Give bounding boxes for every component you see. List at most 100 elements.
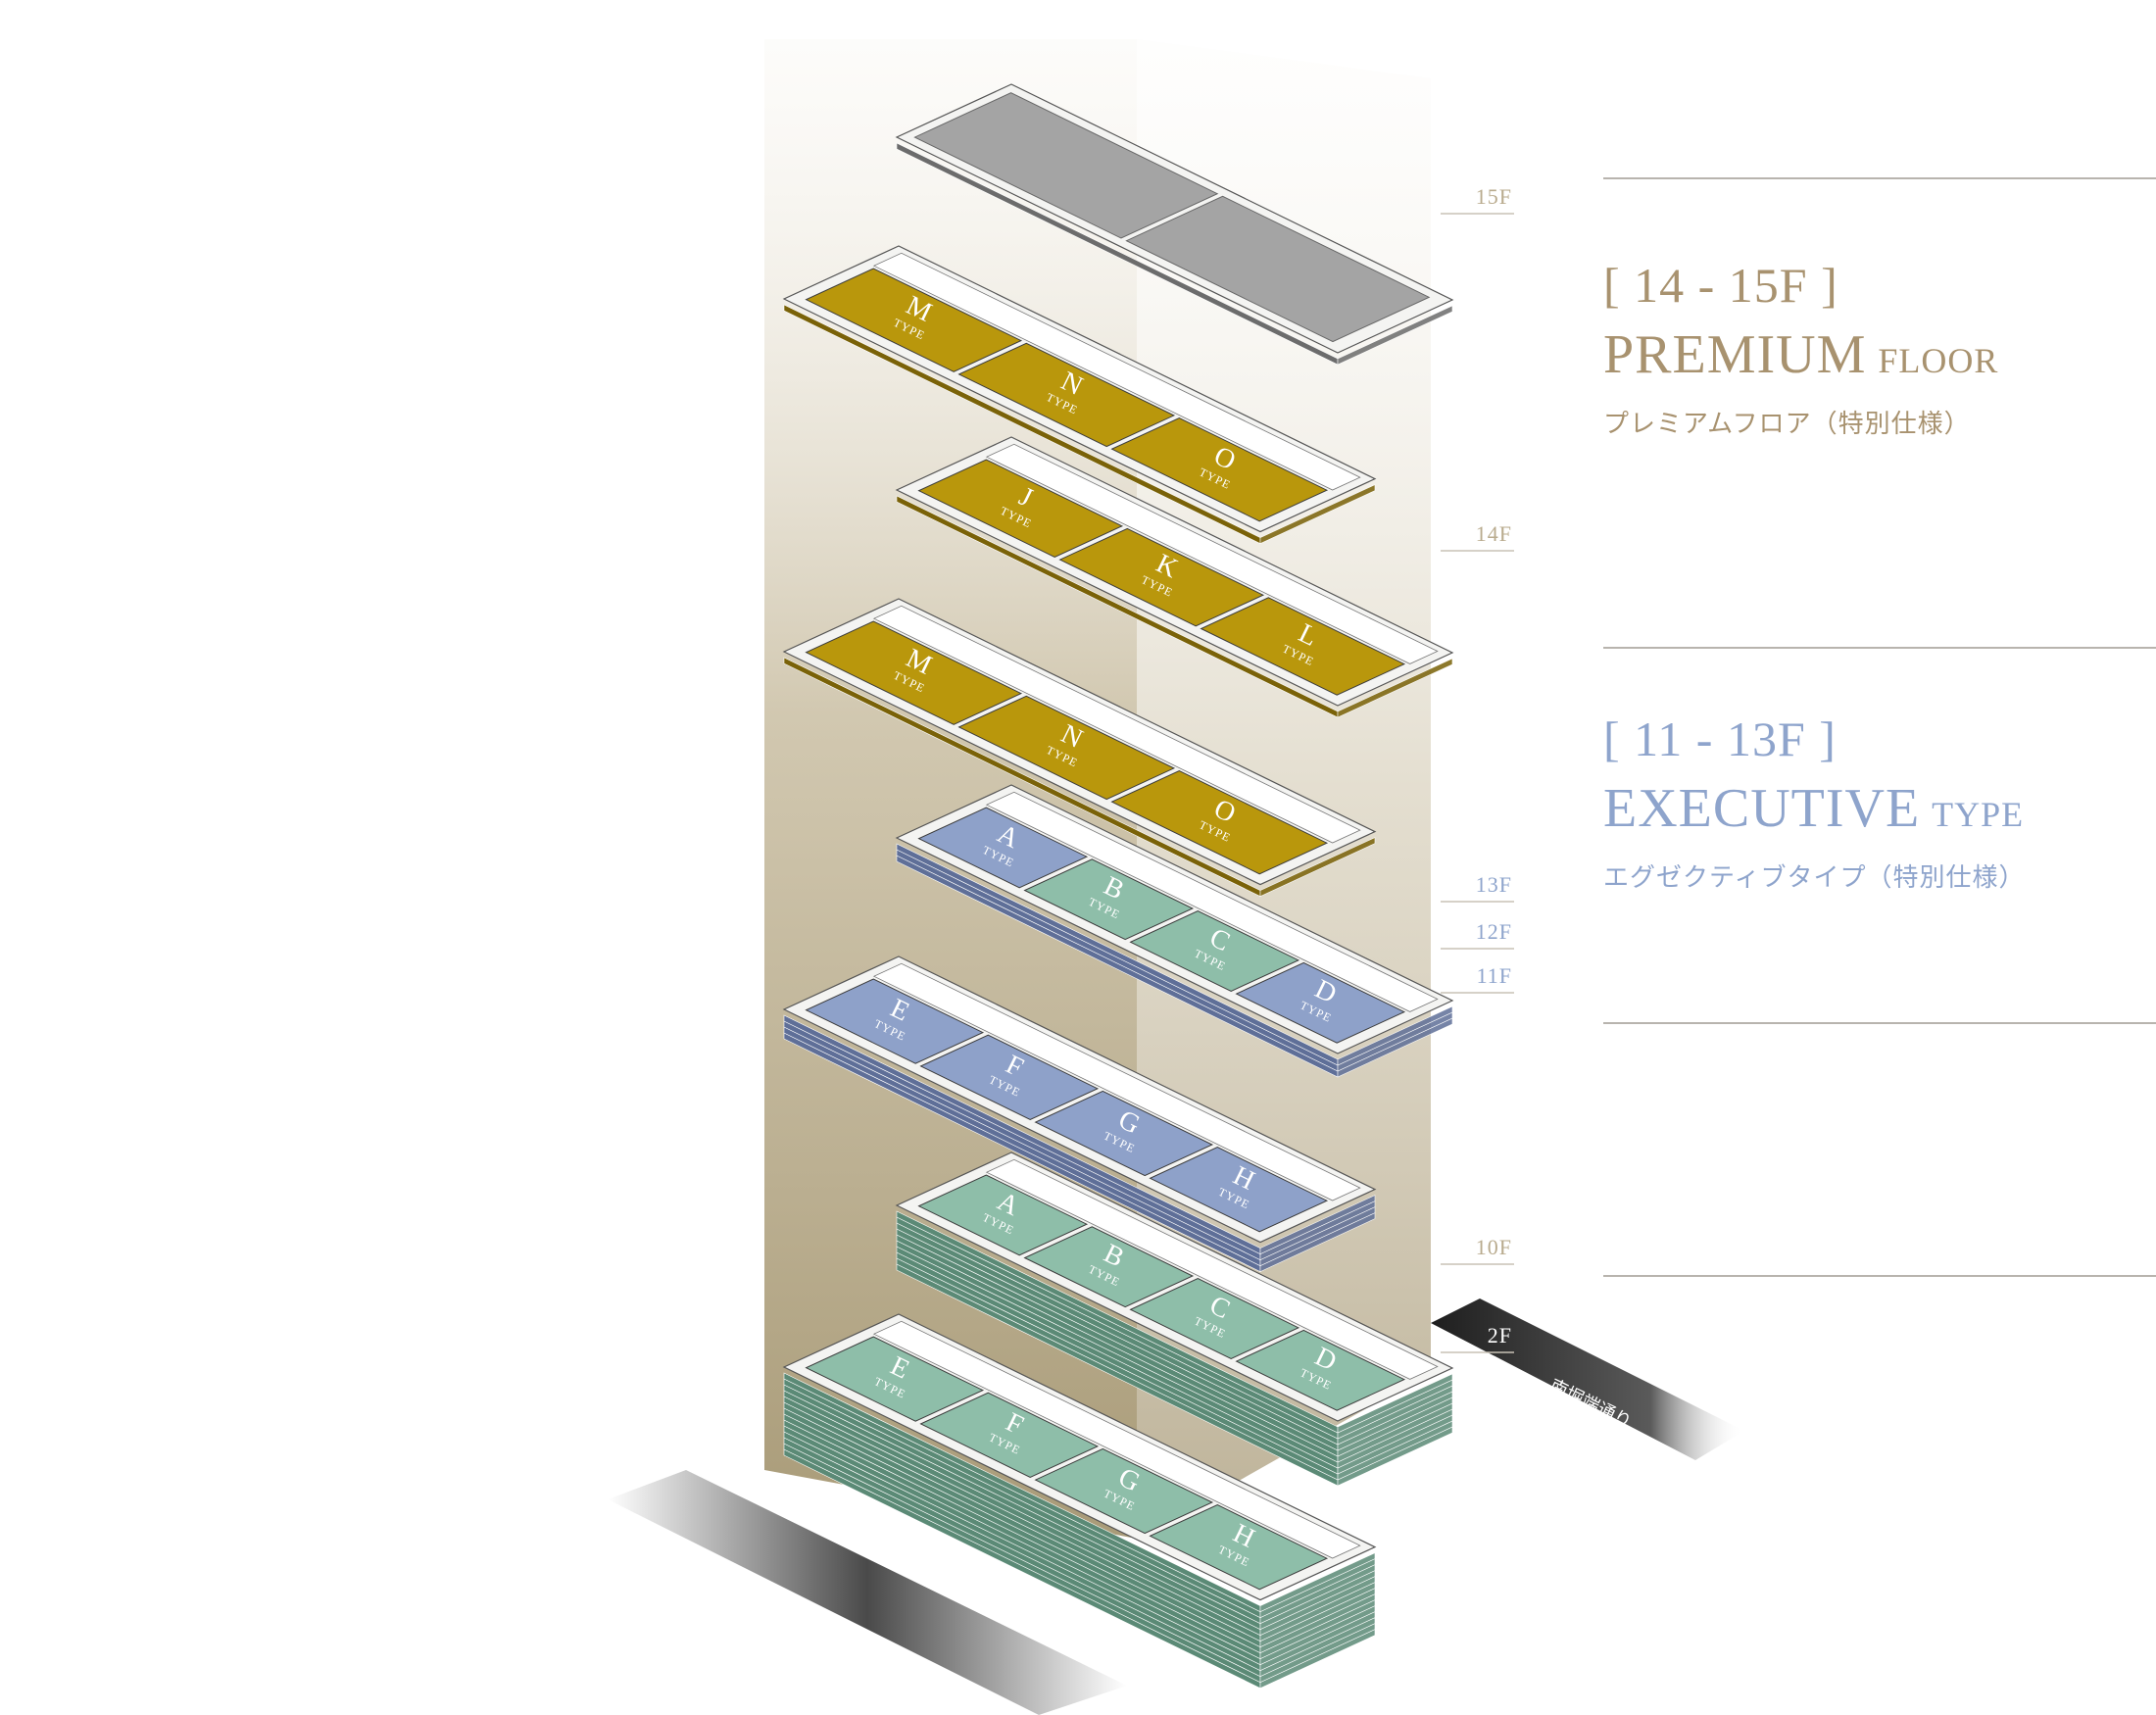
corridor <box>985 1158 1439 1380</box>
unit-area <box>1023 1226 1195 1308</box>
unit-area <box>957 342 1176 448</box>
floor-label-text: 2F <box>1488 1323 1512 1348</box>
unit-area <box>1149 1147 1329 1233</box>
premium-name: PREMIUM <box>1603 324 1867 385</box>
corridor <box>872 962 1361 1201</box>
roof-block <box>913 92 1219 239</box>
floor-label-11f: 11F <box>1441 963 1514 994</box>
unit-area <box>1023 858 1195 941</box>
slab-edge-side <box>1259 1552 1376 1613</box>
unit-area <box>805 620 1023 725</box>
slab-edge-side <box>1337 658 1453 718</box>
floor-label-14f: 14F <box>1441 521 1514 552</box>
unit-area <box>1235 1329 1406 1411</box>
executive-type-panel: [ 11 - 13F ] EXECUTIVE TYPE エグゼクティブタイプ（特別… <box>1603 710 2025 894</box>
unit-area <box>1129 910 1300 992</box>
unit-area <box>1034 1447 1214 1535</box>
unit-area <box>919 1034 1100 1120</box>
slab-edge-side <box>1259 1195 1376 1255</box>
divider-bottom <box>1603 1275 2156 1277</box>
floor-label-15f: 15F <box>1441 184 1514 215</box>
floor-label-text: 10F <box>1476 1235 1512 1259</box>
corridor <box>872 605 1361 844</box>
ground-road <box>608 1470 1127 1715</box>
unit-area <box>917 1174 1089 1256</box>
corridor <box>872 1320 1361 1559</box>
unit-area <box>1200 597 1406 696</box>
floor-label-text: 12F <box>1476 919 1512 944</box>
floor-label-12f: 12F <box>1441 919 1514 950</box>
unit-area <box>1034 1090 1214 1177</box>
divider-lower <box>1603 1022 2156 1024</box>
unit-area <box>1235 961 1406 1044</box>
premium-name-sub: FLOOR <box>1878 341 1999 380</box>
unit-area <box>919 1392 1100 1478</box>
premium-title: PREMIUM FLOOR <box>1603 327 1998 382</box>
slab-edge-side <box>1259 837 1376 898</box>
slab-edge-side <box>1337 1005 1453 1066</box>
corridor <box>985 443 1439 664</box>
premium-jp: プレミアムフロア（特別仕様） <box>1603 410 1971 439</box>
slab-edge-side <box>1337 1373 1453 1434</box>
divider-top <box>1603 177 2156 179</box>
divider-middle <box>1603 647 2156 649</box>
floor-label-2f: 2F <box>1441 1323 1514 1353</box>
street-strip <box>1431 1298 1744 1460</box>
unit-area <box>805 978 985 1064</box>
executive-title: EXECUTIVE TYPE <box>1603 781 2025 836</box>
unit-area <box>1058 527 1265 627</box>
slab-edge-side <box>1337 305 1453 366</box>
floor-layer-roof-15f <box>895 83 1454 366</box>
executive-name: EXECUTIVE <box>1603 778 1921 839</box>
floor-label-text: 13F <box>1476 872 1512 897</box>
floor-label-text: 11F <box>1477 963 1512 988</box>
premium-range: [ 14 - 15F ] <box>1603 258 1838 313</box>
unit-area <box>1110 769 1329 875</box>
slab-edge-side <box>1259 484 1376 545</box>
floor-label-text: 15F <box>1476 184 1512 209</box>
executive-jp: エグゼクティブタイプ（特別仕様） <box>1603 863 2026 893</box>
unit-area <box>957 695 1176 801</box>
executive-name-sub: TYPE <box>1932 795 2025 834</box>
corridor <box>872 252 1361 491</box>
floor-label-10f: 10F <box>1441 1235 1514 1265</box>
unit-area <box>805 1336 985 1422</box>
unit-area <box>917 459 1124 558</box>
roof-block <box>1125 195 1431 343</box>
executive-range: [ 11 - 13F ] <box>1603 711 1837 766</box>
unit-area <box>805 268 1023 372</box>
